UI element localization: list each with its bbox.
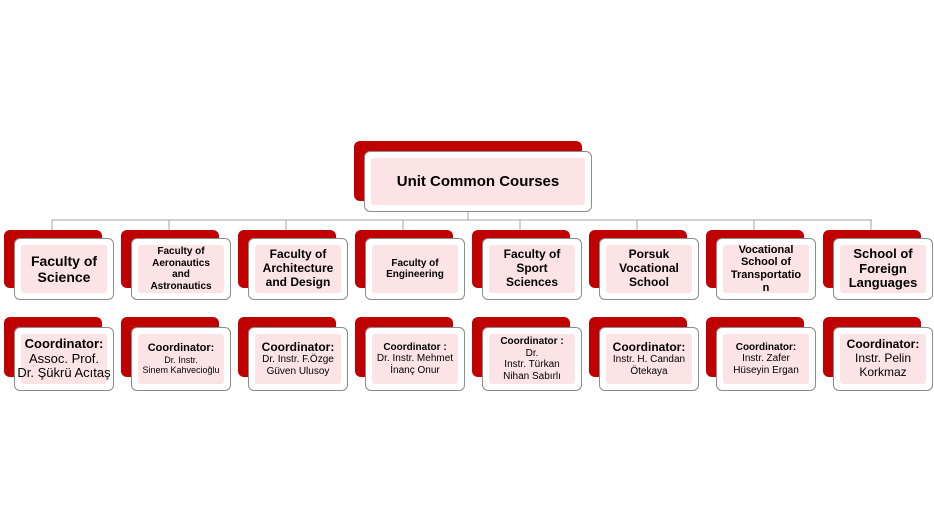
coordinator-node-science: Coordinator: Assoc. Prof. Dr. Şükrü Acıt… [4,317,114,391]
unit-node-science: Faculty of Science [4,230,114,300]
coordinator-node-porsuk: Coordinator: Instr. H. Candan Ötekaya [589,317,699,391]
coordinator-node-aeronautics: Coordinator: Dr. Instr. Sinem Kahvecioğl… [121,317,231,391]
coordinator-name: Dr. Instr. Sinem Kahvecioğlu [142,354,220,376]
coordinator-node-foreign-languages: Coordinator: Instr. Pelin Korkmaz [823,317,933,391]
coordinator-node-transportation: Coordinator: Instr. Zafer Hüseyin Ergan [706,317,816,391]
coordinator-name: Instr. H. Candan Ötekaya [612,354,686,377]
unit-name: Vocational School of Transportatio n [730,243,802,294]
coordinator-name: Dr. Instr. Mehmet İnanç Onur [376,353,454,376]
unit-node-engineering: Faculty of Engineering [355,230,465,300]
coordinator-label: Coordinator: [612,339,686,354]
coordinator-label: Coordinator : [500,336,564,347]
unit-name: Faculty of Architecture and Design [262,247,334,289]
coordinator-label: Coordinator: [147,342,215,355]
coordinator-label: Coordinator : [383,341,447,353]
unit-name: Faculty of Aeronautics and Astronautics [150,246,212,292]
unit-node-aeronautics: Faculty of Aeronautics and Astronautics [121,230,231,300]
coordinator-name: Instr. Zafer Hüseyin Ergan [733,353,799,376]
coordinator-node-sport: Coordinator : Dr. Instr. Türkan Nihan Sa… [472,317,582,391]
unit-node-porsuk: Porsuk Vocational School [589,230,699,300]
root-node: Unit Common Courses [354,141,594,213]
coordinator-label: Coordinator: [735,341,797,353]
coordinator-name: Dr. Instr. F.Özge Güven Ulusoy [262,354,334,377]
unit-name: Porsuk Vocational School [619,247,679,289]
unit-name: Faculty of Engineering [386,257,444,281]
coordinator-label: Coordinator: [261,339,335,354]
coordinator-name: Assoc. Prof. Dr. Şükrü Acıtaş [17,350,111,381]
coordinator-label: Coordinator: [846,337,920,352]
root-label: Unit Common Courses [396,172,560,190]
unit-node-architecture: Faculty of Architecture and Design [238,230,348,300]
unit-name: School of Foreign Languages [848,245,918,291]
coordinator-name: Dr. Instr. Türkan Nihan Sabırlı [503,347,561,382]
coordinator-label: Coordinator: [24,335,104,351]
coordinator-node-architecture: Coordinator: Dr. Instr. F.Özge Güven Ulu… [238,317,348,391]
unit-node-transportation: Vocational School of Transportatio n [706,230,816,300]
coordinator-name: Instr. Pelin Korkmaz [854,351,912,379]
unit-name: Faculty of Sport Sciences [503,247,561,289]
unit-name: Faculty of Science [30,252,98,285]
unit-node-foreign-languages: School of Foreign Languages [823,230,933,300]
unit-node-sport: Faculty of Sport Sciences [472,230,582,300]
coordinator-node-engineering: Coordinator : Dr. Instr. Mehmet İnanç On… [355,317,465,391]
